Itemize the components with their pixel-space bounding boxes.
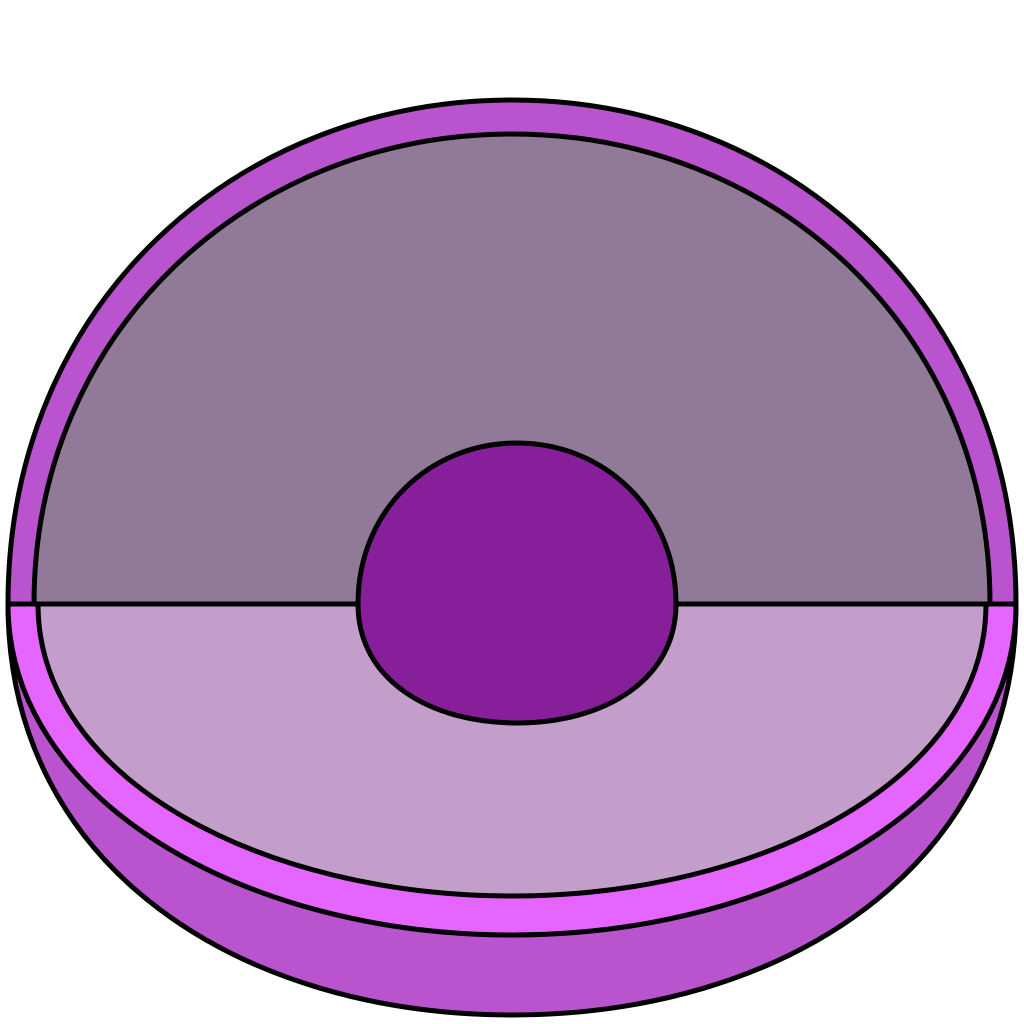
cut-surface-cytoplasm: [35, 601, 989, 899]
back-wall-cytoplasm: [31, 131, 993, 607]
nucleus: [355, 440, 679, 726]
